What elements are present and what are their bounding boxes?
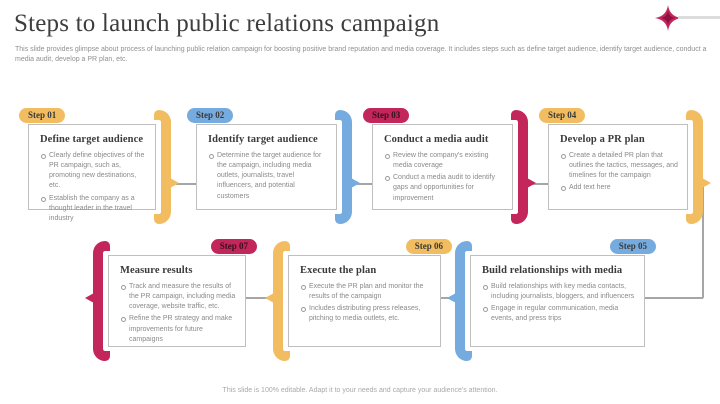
- arrow-left-icon: [447, 293, 456, 303]
- step-bullet: Review the company's existing media cove…: [384, 151, 504, 171]
- step-bullet: Includes distributing press releases, pi…: [300, 304, 432, 324]
- step-bullets: Create a detailed PR plan that outlines …: [560, 151, 679, 194]
- connector-line: [441, 297, 449, 299]
- step-card-07: Step 07 Measure results Track and measur…: [85, 239, 257, 361]
- arrow-right-icon: [527, 178, 536, 188]
- decorative-line: [678, 16, 720, 19]
- page-title: Steps to launch public relations campaig…: [14, 10, 440, 37]
- step-bullets: Review the company's existing media cove…: [384, 151, 504, 204]
- step-title: Execute the plan: [300, 265, 377, 276]
- step-bullets: Track and measure the results of the PR …: [120, 282, 237, 345]
- connector-line: [246, 297, 267, 299]
- bracket-shape: [273, 241, 290, 361]
- step-bullet: Track and measure the results of the PR …: [120, 282, 237, 312]
- step-title: Develop a PR plan: [560, 134, 645, 145]
- arrow-left-icon: [265, 293, 274, 303]
- footer-note: This slide is 100% editable. Adapt it to…: [222, 387, 498, 394]
- step-title: Identify target audience: [208, 134, 318, 145]
- connector-line: [357, 183, 372, 185]
- step-card-05: Step 05 Build relationships with media B…: [447, 239, 656, 361]
- bracket-shape: [154, 110, 171, 224]
- step-bullets: Build relationships with key media conta…: [482, 282, 636, 325]
- connector-line: [176, 183, 196, 185]
- step-bullets: Execute the PR plan and monitor the resu…: [300, 282, 432, 325]
- connector-line: [645, 297, 703, 299]
- step-title: Conduct a media audit: [384, 134, 489, 145]
- step-badge: Step 07: [210, 239, 257, 254]
- step-bullet: Refine the PR strategy and make improvem…: [120, 314, 237, 344]
- step-title: Define target audience: [40, 134, 144, 145]
- bracket-shape: [93, 241, 110, 361]
- bracket-shape: [686, 110, 703, 224]
- step-badge: Step 03: [363, 108, 410, 123]
- step-card-06: Step 06 Execute the plan Execute the PR …: [265, 239, 452, 361]
- bracket-shape: [335, 110, 352, 224]
- step-badge: Step 06: [405, 239, 452, 254]
- step-bullets: Clearly define objectives of the PR camp…: [40, 151, 147, 224]
- bracket-shape: [511, 110, 528, 224]
- step-badge: Step 05: [609, 239, 656, 254]
- step-bullet: Clearly define objectives of the PR camp…: [40, 151, 147, 192]
- step-card-04: Step 04 Develop a PR plan Create a detai…: [539, 108, 711, 224]
- bracket-shape: [455, 241, 472, 361]
- step-title: Build relationships with media: [482, 265, 623, 276]
- step-bullet: Determine the target audience for the ca…: [208, 151, 328, 202]
- step-card-03: Step 03 Conduct a media audit Review the…: [363, 108, 536, 224]
- step-title: Measure results: [120, 265, 193, 276]
- connector-line: [533, 183, 548, 185]
- step-bullet: Add text here: [560, 183, 679, 193]
- step-bullet: Create a detailed PR plan that outlines …: [560, 151, 679, 181]
- step-card-01: Step 01 Define target audience Clearly d…: [19, 108, 179, 224]
- arrow-left-icon: [85, 293, 94, 303]
- step-bullet: Execute the PR plan and monitor the resu…: [300, 282, 432, 302]
- step-bullets: Determine the target audience for the ca…: [208, 151, 328, 202]
- arrow-right-icon: [351, 178, 360, 188]
- arrow-right-icon: [702, 178, 711, 188]
- step-badge: Step 02: [187, 108, 234, 123]
- step-bullet: Establish the company as a thought leade…: [40, 194, 147, 224]
- sparkle-icon: [655, 5, 681, 31]
- step-card-02: Step 02 Identify target audience Determi…: [187, 108, 360, 224]
- step-bullet: Build relationships with key media conta…: [482, 282, 636, 302]
- step-bullet: Conduct a media audit to identify gaps a…: [384, 173, 504, 203]
- step-badge: Step 01: [19, 108, 66, 123]
- step-bullet: Engage in regular communication, media e…: [482, 304, 636, 324]
- arrow-right-icon: [170, 178, 179, 188]
- connector-line: [702, 184, 704, 298]
- slide-subtitle: This slide provides glimpse about proces…: [15, 46, 707, 64]
- step-badge: Step 04: [539, 108, 586, 123]
